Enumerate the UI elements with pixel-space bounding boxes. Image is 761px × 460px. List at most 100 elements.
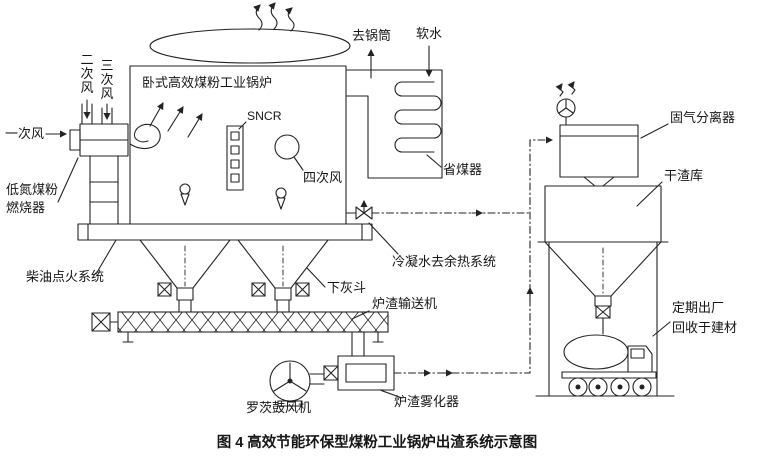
economizer: 省煤器: [345, 69, 482, 179]
label-sncr: SNCR: [247, 109, 282, 123]
label-dry-slag-silo: 干渣库: [664, 168, 703, 183]
boiler-base: [77, 223, 373, 241]
injector-nozzle: [179, 183, 191, 206]
silo-leader: [636, 181, 663, 207]
hopper-outlet-stub: [276, 299, 290, 313]
nozzle-tip: [180, 193, 190, 206]
sncr-port: [230, 145, 240, 155]
silo-body: [544, 185, 662, 243]
slag-conveyor: 炉渣输送机: [91, 296, 437, 357]
wheel-hub: [575, 384, 581, 390]
blower-blade: [273, 380, 291, 392]
steam-arrow: [268, 2, 278, 30]
label-ash-hopper: 下灰斗: [327, 280, 366, 295]
label-shipout-2: 回收于建材: [672, 320, 737, 335]
wheel-hub: [595, 384, 601, 390]
to-drum-pipe: 去锅筒: [352, 28, 391, 79]
atomizer-core: [345, 363, 387, 383]
truck-window: [630, 348, 645, 359]
gas-solid-separator: 固气分离器: [555, 81, 735, 187]
boiler: 卧式高效煤粉工业锅炉 SNCR 四次风: [129, 65, 347, 225]
separator-funnel: [583, 176, 615, 187]
valve-cross: [323, 365, 339, 381]
label-secondary-air: 二次风: [80, 52, 93, 95]
truck-wheel: [632, 377, 652, 397]
ash-hopper-leader: [306, 267, 326, 288]
air-port-circle: [274, 134, 300, 160]
rotary-valve-symbol: [157, 282, 172, 297]
sncr-unit: SNCR: [226, 109, 282, 191]
atomizer-leader: [379, 389, 403, 399]
flue-gas-arrow: [149, 102, 164, 127]
label-roots-blower: 罗茨鼓风机: [246, 400, 311, 415]
burner-assembly: 一次风 二次风 三次风 低氮煤粉 燃烧器 柴油点火系统: [5, 52, 129, 284]
truck-chassis: [561, 371, 657, 379]
sncr-port: [230, 131, 240, 141]
tanker-truck: [561, 334, 657, 397]
drive-cross: [91, 312, 111, 332]
separator-shell: [559, 124, 639, 178]
truck-cab: [627, 345, 653, 373]
hopper-outlet-stub: [178, 299, 192, 313]
wheel-hub: [617, 384, 623, 390]
flue-gas-arrow: [187, 113, 203, 138]
diesel-leader: [95, 239, 117, 275]
truck-wheel: [610, 377, 630, 397]
flue-gas-arrow: [167, 106, 184, 132]
quaternary-leader: [293, 156, 304, 171]
steam-arrow: [253, 4, 263, 31]
label-economizer: 省煤器: [443, 162, 482, 177]
rotary-valve-symbol: [323, 365, 339, 381]
economizer-coil: [394, 81, 442, 153]
hopper-outlet: [176, 287, 194, 301]
conveyor-trough: [117, 311, 389, 333]
valve-cross: [251, 282, 266, 297]
valve-box: [157, 282, 172, 297]
label-quaternary-air: 四次风: [303, 170, 342, 185]
truck-wheel: [568, 377, 588, 397]
condensate-valve: 冷凝水去余热系统: [345, 199, 496, 269]
label-slag-atomizer: 炉渣雾化器: [394, 394, 459, 409]
valve-cross: [595, 305, 611, 319]
vent-fan-blade: [558, 107, 567, 114]
base-band: [77, 223, 373, 241]
economizer-duct: [345, 69, 443, 179]
roots-blower: 罗茨鼓风机: [246, 360, 339, 415]
exhaust-squiggle: [555, 83, 564, 97]
flame-swirl: [129, 123, 161, 149]
separator-leader: [640, 123, 669, 139]
blower-base: [277, 400, 303, 407]
vent-fan-blade: [565, 107, 574, 114]
label-tertiary-air: 三次风: [100, 58, 113, 101]
truck-tank: [563, 334, 629, 370]
label-boiler-title: 卧式高效煤粉工业锅炉: [142, 75, 272, 90]
slag-atomizer: 炉渣雾化器: [337, 355, 459, 409]
economizer-leader: [426, 154, 442, 168]
nozzle-bulb: [179, 183, 191, 195]
main-transport-line: [393, 136, 554, 374]
hopper-outlet: [274, 287, 292, 301]
label-shipout-1: 定期出厂: [672, 300, 724, 315]
shipout-leader: [652, 321, 671, 337]
sncr-column: [226, 125, 244, 191]
label-low-nox-burner-1: 低氮煤粉: [6, 182, 58, 197]
rotary-valve-symbol: [295, 282, 310, 297]
blower-blade: [289, 380, 307, 392]
truck-wheel: [588, 377, 608, 397]
soft-water-pipe: 软水: [416, 26, 442, 78]
label-primary-air: 一次风: [5, 126, 44, 141]
conveyor-leader: [351, 310, 370, 320]
rotary-valve-symbol: [595, 305, 611, 319]
label-diesel-ignition: 柴油点火系统: [26, 269, 104, 284]
wheel-hub: [639, 384, 645, 390]
conveyor-drive-symbol: [91, 312, 119, 332]
label-soft-water: 软水: [416, 26, 442, 41]
label-low-nox-burner-2: 燃烧器: [6, 200, 45, 215]
burner-inlet-flange: [69, 129, 81, 151]
label-slag-conveyor: 炉渣输送机: [372, 296, 437, 311]
steam-drum: [149, 28, 351, 64]
label-gas-solid-separator: 固气分离器: [670, 110, 735, 125]
sncr-port: [230, 173, 240, 183]
